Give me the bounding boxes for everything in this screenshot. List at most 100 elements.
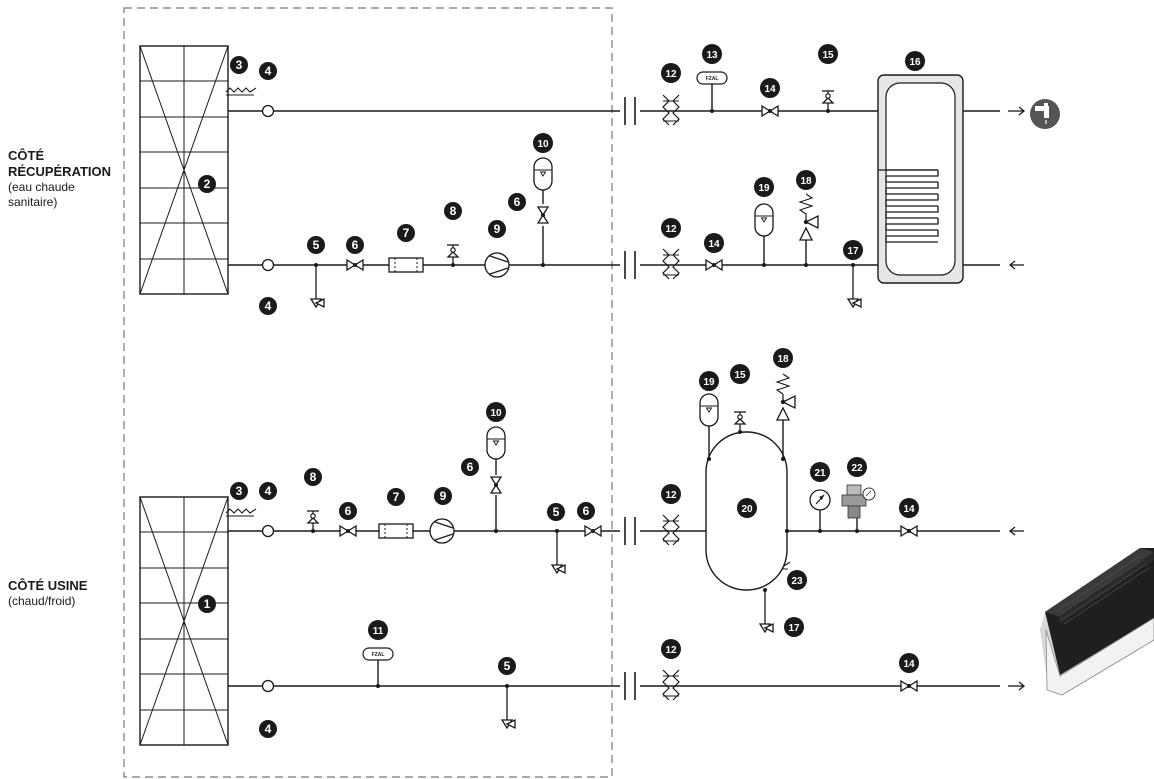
- pipes: [228, 110, 1000, 687]
- svg-text:9: 9: [494, 222, 501, 236]
- recovery-side-title-1: CÔTÉ: [8, 148, 45, 163]
- callout-9: 9: [434, 487, 452, 505]
- callout-6: 6: [461, 458, 479, 476]
- callout-17: 17: [843, 240, 863, 260]
- air-vent-icon: [733, 411, 747, 433]
- callout-8: 8: [444, 202, 462, 220]
- temperature-probe-icon: [261, 258, 275, 272]
- shutoff-valve-icon: [584, 525, 602, 537]
- pump-icon: [484, 252, 510, 278]
- svg-text:13: 13: [706, 50, 718, 61]
- callout-2: 2: [198, 175, 216, 193]
- callout-20: 20: [737, 498, 757, 518]
- recovery-side-subtitle-2: sanitaire): [8, 195, 58, 209]
- callout-10: 10: [486, 402, 506, 422]
- svg-text:4: 4: [265, 299, 272, 313]
- svg-text:19: 19: [758, 183, 770, 194]
- filling-valve-icon: [841, 484, 876, 519]
- shutoff-valve-icon: [490, 476, 502, 494]
- svg-text:8: 8: [450, 204, 457, 218]
- svg-text:3: 3: [236, 484, 243, 498]
- factory-side-subtitle: (chaud/froid): [8, 594, 76, 608]
- drain-valve-icon: [759, 589, 774, 633]
- callout-4: 4: [259, 482, 277, 500]
- callout-4: 4: [259, 720, 277, 738]
- pressure-gauge-icon: [809, 489, 831, 511]
- flow-switch-icon: FZAL: [362, 647, 394, 661]
- svg-text:14: 14: [903, 504, 915, 515]
- svg-text:6: 6: [345, 504, 352, 518]
- flexible-joint-icon: [662, 94, 680, 126]
- callout-12: 12: [661, 484, 681, 504]
- unit-boundary-frame: [123, 7, 613, 778]
- cold-water-inlet-arrow-icon: [1008, 260, 1024, 270]
- callout-12: 12: [661, 639, 681, 659]
- svg-text:15: 15: [822, 50, 834, 61]
- svg-text:12: 12: [665, 224, 677, 235]
- flange-joint-icon: [624, 250, 636, 280]
- svg-text:8: 8: [310, 470, 317, 484]
- recovery-heat-exchanger: [139, 45, 229, 295]
- callout-17: 17: [784, 617, 804, 637]
- factory-inlet-arrow-icon: [1008, 526, 1024, 536]
- svg-text:2: 2: [204, 177, 211, 191]
- thermostat-icon: [225, 87, 257, 96]
- flow-switch-icon: FZAL: [696, 71, 728, 85]
- factory-heat-exchanger: [139, 496, 229, 746]
- svg-text:12: 12: [665, 490, 677, 501]
- flange-joint-icon: [624, 96, 636, 126]
- svg-text:18: 18: [777, 354, 789, 365]
- drain-valve-icon: [847, 264, 862, 308]
- callout-12: 12: [661, 218, 681, 238]
- svg-text:6: 6: [467, 460, 474, 474]
- shutoff-valve-icon: [900, 680, 918, 692]
- svg-text:5: 5: [313, 238, 320, 252]
- temperature-probe-icon: [261, 679, 275, 693]
- shutoff-valve-icon: [346, 259, 364, 271]
- callout-19: 19: [699, 371, 719, 391]
- temperature-probe-icon: [261, 524, 275, 538]
- shutoff-valve-icon: [537, 206, 549, 224]
- filter-icon: [388, 257, 424, 273]
- callout-18: 18: [796, 170, 816, 190]
- callout-6: 6: [339, 502, 357, 520]
- callout-6: 6: [508, 193, 526, 211]
- callout-14: 14: [760, 78, 780, 98]
- callout-23: 23: [787, 570, 807, 590]
- flange-joint-icon: [624, 671, 636, 701]
- svg-text:6: 6: [583, 504, 590, 518]
- drain-valve-icon: [310, 264, 325, 308]
- callout-14: 14: [899, 653, 919, 673]
- flow-switch-tag: FZAL: [372, 652, 385, 658]
- svg-text:10: 10: [490, 408, 502, 419]
- flexible-joint-icon: [662, 514, 680, 546]
- callout-19: 19: [754, 177, 774, 197]
- flexible-joint-icon: [662, 248, 680, 280]
- svg-text:16: 16: [909, 57, 921, 68]
- callout-5: 5: [547, 503, 565, 521]
- expansion-vessel-icon: [533, 157, 553, 191]
- callout-badges: 1 2 3 3 4 4 4 4 5 5 5 6 6 6 6 6 7 7 8 8 …: [198, 44, 925, 738]
- svg-text:12: 12: [665, 645, 677, 656]
- callout-5: 5: [498, 657, 516, 675]
- svg-text:7: 7: [403, 226, 410, 240]
- thermostat-icon: [225, 508, 257, 517]
- drain-valve-icon: [501, 685, 516, 729]
- svg-text:17: 17: [788, 623, 800, 634]
- svg-text:17: 17: [847, 246, 859, 257]
- callout-4: 4: [259, 297, 277, 315]
- hot-water-tank: [877, 74, 964, 284]
- recovery-side-subtitle-1: (eau chaude: [8, 180, 75, 194]
- temperature-probe-icon: [261, 104, 275, 118]
- expansion-vessel-icon: [754, 203, 774, 237]
- svg-text:18: 18: [800, 176, 812, 187]
- svg-text:23: 23: [791, 576, 803, 587]
- callout-21: 21: [810, 462, 830, 482]
- callout-14: 14: [899, 498, 919, 518]
- svg-text:15: 15: [734, 370, 746, 381]
- factory-side-title: CÔTÉ USINE: [8, 578, 88, 593]
- safety-valve-icon: [776, 373, 796, 421]
- callout-5: 5: [307, 236, 325, 254]
- svg-text:19: 19: [703, 377, 715, 388]
